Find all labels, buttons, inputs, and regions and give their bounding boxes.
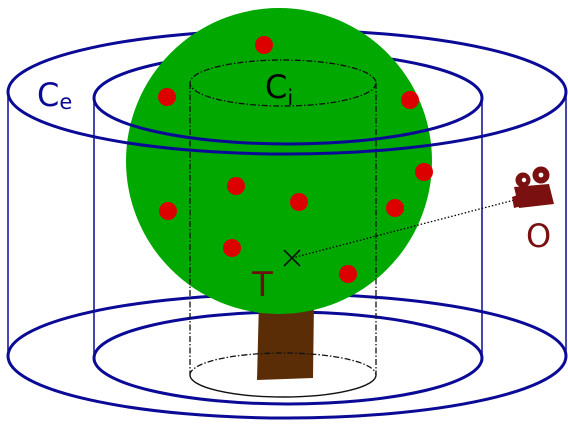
inner-cylinder-label: Ci bbox=[265, 68, 293, 110]
target-label: T bbox=[251, 265, 273, 305]
cylinder-sides bbox=[7, 92, 567, 358]
outer-cylinder-label: Ce bbox=[37, 76, 72, 114]
tree-trunk bbox=[257, 300, 314, 380]
outer-cylinder-bottom-front-rim bbox=[6, 355, 568, 420]
inner-cylinder-bottom-back bbox=[189, 352, 377, 376]
fruit bbox=[415, 163, 433, 181]
fruit bbox=[223, 239, 241, 257]
fruit bbox=[227, 177, 245, 195]
video-camera-icon bbox=[512, 166, 554, 208]
fruit bbox=[158, 88, 176, 106]
inner-cylinder bbox=[189, 59, 377, 398]
outer-cylinder-top-front-rim bbox=[6, 91, 568, 156]
fruit bbox=[401, 91, 419, 109]
cylinder-front-rims bbox=[6, 91, 568, 420]
tree-canopy bbox=[126, 8, 432, 314]
outer-cylinder-label-subscript: e bbox=[59, 90, 72, 114]
line-of-sight bbox=[291, 197, 523, 259]
fruit bbox=[339, 265, 357, 283]
x-mark-icon bbox=[283, 249, 301, 267]
fruit bbox=[255, 36, 273, 54]
inner-cylinder-bottom-front bbox=[189, 374, 377, 398]
inner-cylinder-label-subscript: i bbox=[287, 86, 293, 110]
fruit bbox=[159, 202, 177, 220]
fruit bbox=[290, 193, 308, 211]
middle-cylinder-bottom-front-rim bbox=[92, 357, 484, 406]
observer-label: O bbox=[526, 217, 551, 255]
middle-cylinder-top-front-rim bbox=[92, 97, 484, 146]
fruit bbox=[386, 199, 404, 217]
fruits bbox=[158, 36, 433, 283]
